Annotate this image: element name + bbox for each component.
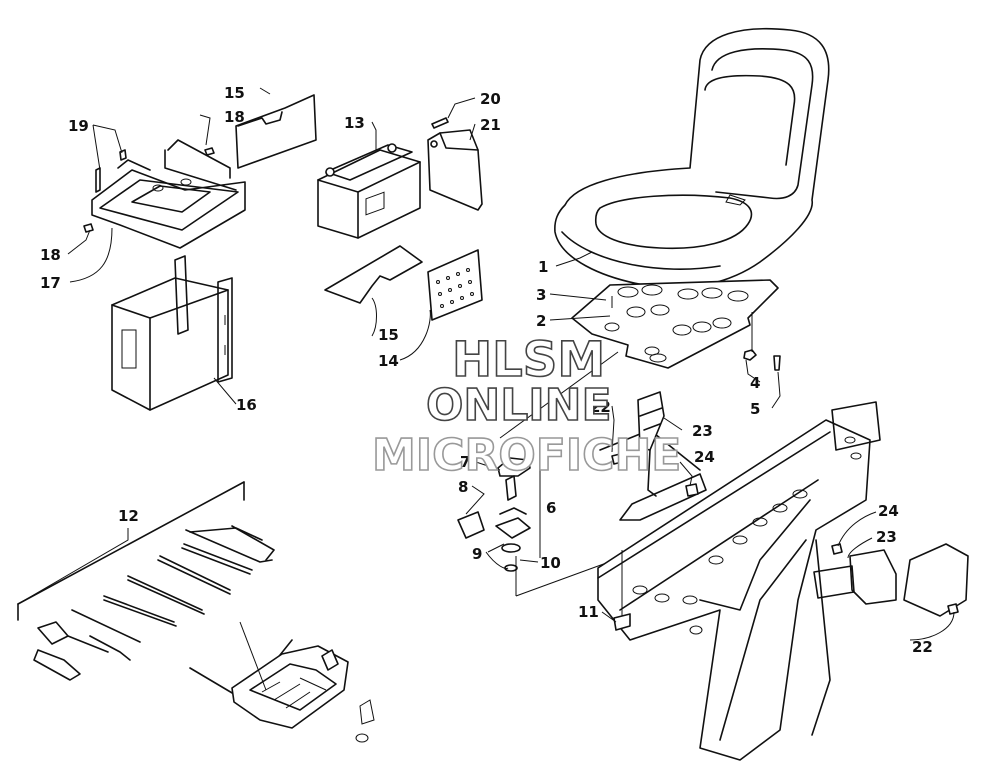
callout-7: 7: [460, 453, 470, 471]
callout-17: 17: [40, 274, 61, 292]
watermark: HLSM ONLINE MICROFICHE: [371, 331, 682, 482]
callout-23-lower: 23: [876, 528, 897, 546]
leader-lines: [17, 87, 955, 641]
battery-box: [111, 255, 233, 411]
vehicle-frame: [597, 401, 881, 761]
callout-6: 6: [546, 499, 556, 517]
callout-4: 4: [750, 374, 760, 392]
callout-16: 16: [236, 396, 257, 414]
callout-18-upper: 18: [224, 108, 245, 126]
callout-13: 13: [344, 114, 365, 132]
callout-21: 21: [480, 116, 501, 134]
battery: [317, 143, 421, 239]
seat-nut-and-bolt: [743, 312, 781, 371]
battery-plate: [427, 249, 483, 321]
callout-24-lower: 24: [878, 502, 899, 520]
callout-5: 5: [750, 400, 760, 418]
callout-11: 11: [578, 603, 599, 621]
watermark-line-2: ONLINE: [426, 380, 612, 431]
watermark-line-3: MICROFICHE: [372, 430, 681, 481]
callout-12: 12: [118, 507, 139, 525]
callout-1: 1: [538, 258, 548, 276]
seat-cushion: [554, 27, 830, 289]
seat-belt-latch: [813, 543, 969, 617]
seat-belt-buckle: [611, 391, 699, 497]
callout-15-lower: 15: [378, 326, 399, 344]
battery-pad-upper: [235, 94, 317, 169]
callout-9: 9: [472, 545, 482, 563]
callout-24-upper: 24: [694, 448, 715, 466]
callout-8: 8: [458, 478, 468, 496]
callout-2: 2: [536, 312, 546, 330]
callout-22-upper: 22: [590, 398, 611, 416]
callout-14: 14: [378, 352, 399, 370]
tool-kit: [17, 481, 375, 743]
battery-tray: [83, 139, 246, 249]
callout-15-upper: 15: [224, 84, 245, 102]
callout-19: 19: [68, 117, 89, 135]
callout-20: 20: [480, 90, 501, 108]
callout-10: 10: [540, 554, 561, 572]
callout-18-lower: 18: [40, 246, 61, 264]
battery-cover: [427, 117, 483, 211]
seat-base-plate: [571, 279, 779, 369]
callout-23-upper: 23: [692, 422, 713, 440]
callout-22-lower: 22: [912, 638, 933, 656]
callout-3: 3: [536, 286, 546, 304]
callout-labels: 1 2 3 4 5 6 7 8 9 10 11 12 13 14 15 15 1…: [40, 84, 933, 656]
seat-latch-assembly: [457, 351, 621, 597]
watermark-line-1: HLSM: [452, 332, 605, 388]
battery-pad-lower: [324, 245, 423, 304]
